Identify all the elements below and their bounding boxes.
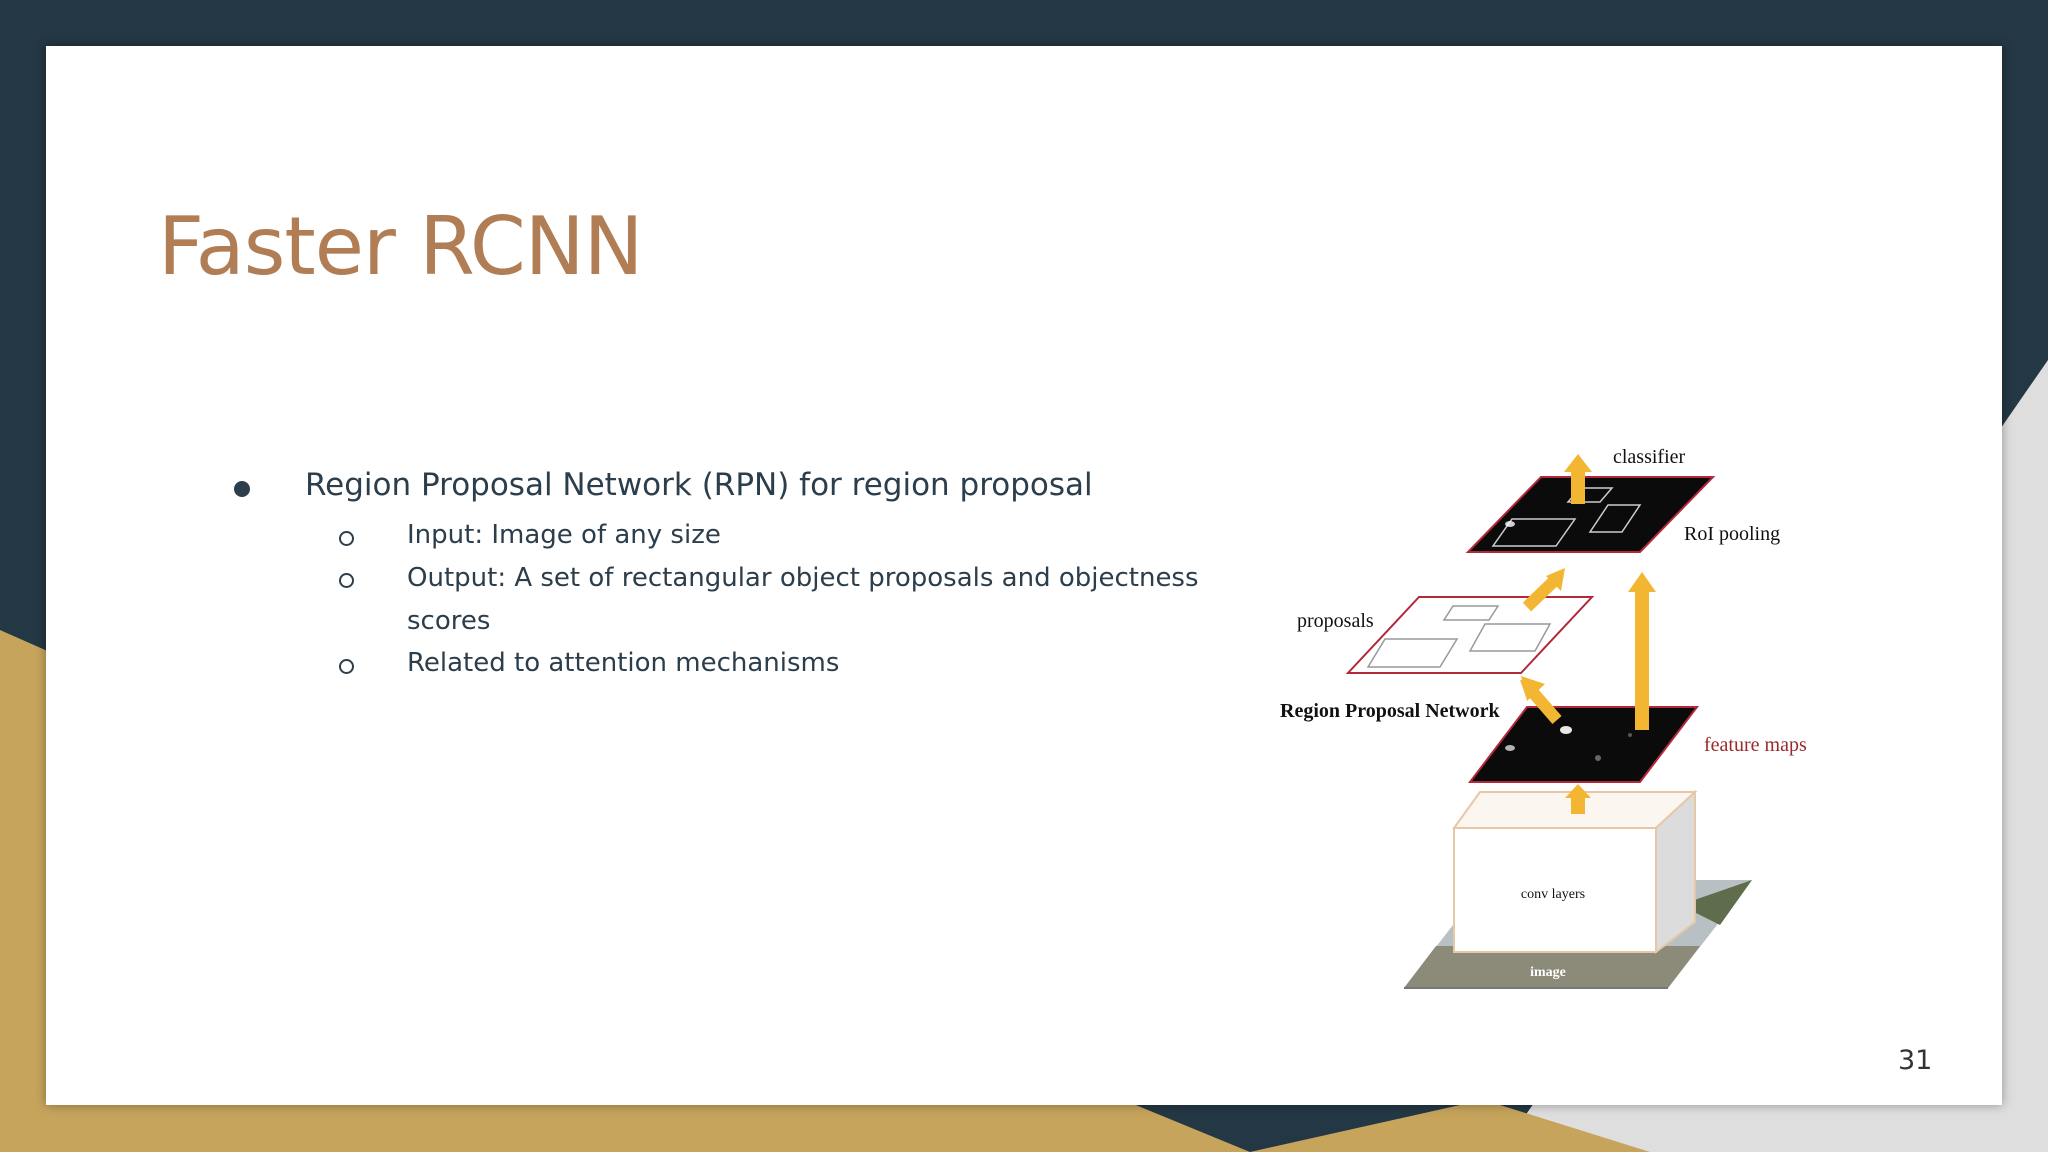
classifier-label: classifier [1613,446,1686,468]
sub-bullet-ring [339,573,354,588]
arrow-up-icon [1564,454,1592,504]
slide-title: Faster RCNN [158,200,643,293]
page-number: 31 [1898,1045,1933,1076]
sub-bullet-attention: Related to attention mechanisms [407,648,840,678]
arrow-diagonal-icon [1520,676,1562,724]
image-label: image [1530,965,1566,980]
arrow-long-up-icon [1628,572,1656,730]
sub-bullet-output-continued: scores [407,606,491,636]
sub-bullet-output: Output: A set of rectangular object prop… [407,563,1199,593]
sub-bullet-ring [339,531,354,546]
roi-pooling-plane [1465,476,1716,553]
arrow-diagonal-up-icon [1522,568,1565,612]
bullet-dot [234,481,250,497]
proposals-label: proposals [1297,610,1374,632]
rpn-label: Region Proposal Network [1280,700,1500,722]
sub-bullet-input: Input: Image of any size [407,520,721,550]
faster-rcnn-diagram: conv layers image feature maps Region Pr… [1280,446,1807,989]
conv-layers-label: conv layers [1521,887,1585,902]
bullet-list: Region Proposal Network (RPN) for region… [0,0,1200,800]
conv-layers-box [1452,789,1698,955]
arrow-up-icon [1565,784,1591,814]
bullet-main-text: Region Proposal Network (RPN) for region… [305,467,1093,503]
roi-pooling-label: RoI pooling [1684,523,1780,545]
sub-bullet-ring [339,659,354,674]
feature-maps-label: feature maps [1704,734,1807,756]
feature-maps-plane [1467,706,1700,783]
proposals-plane [1345,596,1595,674]
